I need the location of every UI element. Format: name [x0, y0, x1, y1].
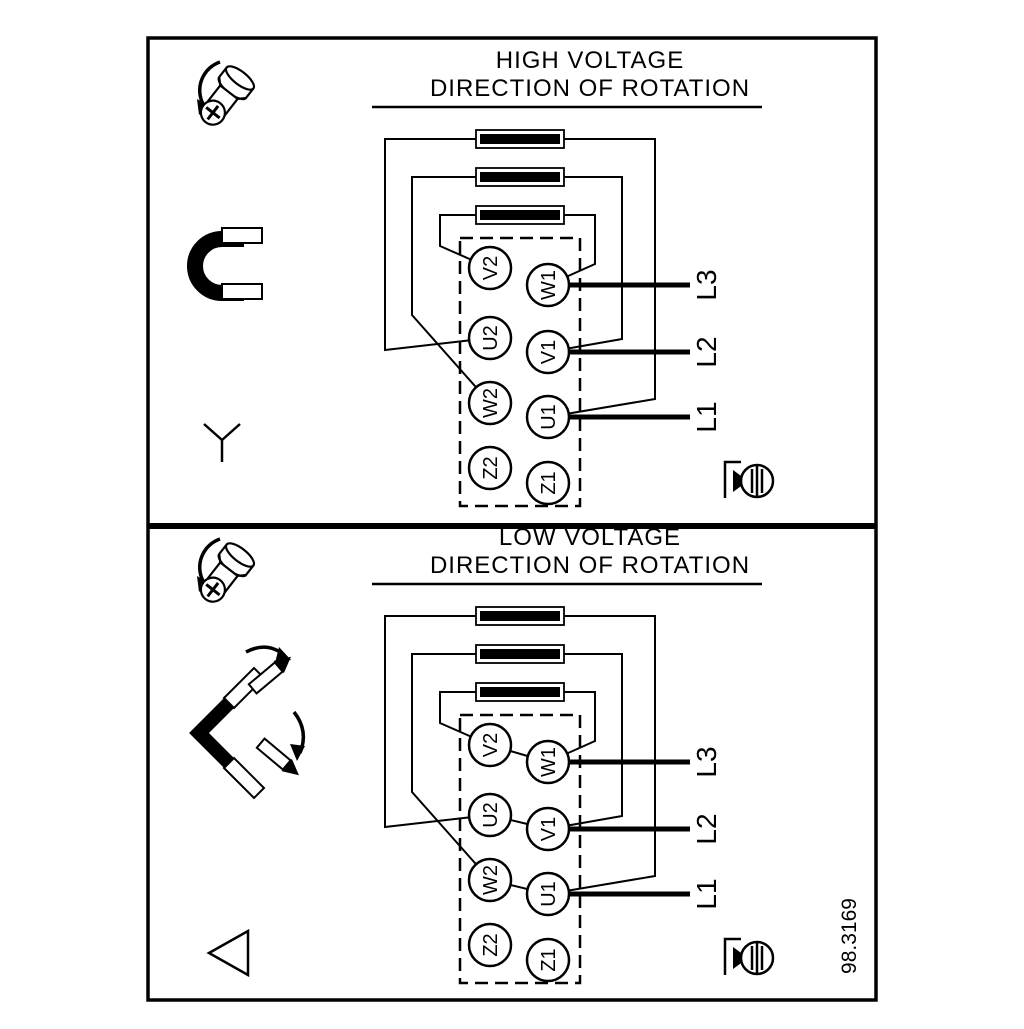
supply-lines-low: L3 L2 L1: [566, 746, 722, 910]
drawing-number: 98.3169: [838, 898, 861, 974]
terminals-high: V2 U2 W2 Z2 W1 V1: [467, 245, 571, 506]
jumper-bar-2: [475, 167, 565, 187]
high-voltage-panel: HIGH VOLTAGE DIRECTION OF ROTATION L3 L2: [187, 47, 775, 508]
jumper-bar-1: [475, 606, 565, 626]
terminal-V1: V1: [525, 329, 571, 375]
terminal-U2: U2: [467, 792, 513, 838]
supply-label-L3: L3: [691, 746, 722, 777]
svg-text:Z1: Z1: [538, 471, 560, 494]
svg-text:V2: V2: [480, 733, 502, 757]
svg-text:Z1: Z1: [538, 948, 560, 971]
svg-text:Z2: Z2: [480, 933, 502, 956]
jumper-bar-2: [475, 644, 565, 664]
jumper-bar-1: [475, 129, 565, 149]
terminal-U2: U2: [467, 315, 513, 361]
svg-text:U2: U2: [480, 325, 502, 351]
terminal-Z2: Z2: [467, 445, 513, 491]
terminal-W1: W1: [525, 739, 571, 785]
svg-text:W2: W2: [480, 388, 502, 418]
svg-text:V1: V1: [538, 340, 560, 364]
supply-label-L1: L1: [691, 401, 722, 432]
terminal-V2: V2: [467, 245, 513, 291]
svg-text:Z2: Z2: [480, 456, 502, 479]
svg-text:V1: V1: [538, 817, 560, 841]
svg-text:U1: U1: [538, 881, 560, 907]
supply-label-L2: L2: [691, 813, 722, 844]
svg-text:W1: W1: [538, 747, 560, 777]
supply-label-L2: L2: [691, 336, 722, 367]
terminal-Z1: Z1: [525, 937, 571, 983]
star-symbol: [203, 423, 241, 462]
terminal-Z2: Z2: [467, 922, 513, 968]
delta-symbol: [206, 928, 250, 978]
terminal-U1: U1: [525, 394, 571, 440]
jumper-bar-3: [475, 205, 565, 225]
diagram-frame: [146, 36, 878, 1002]
panel-title-line2: DIRECTION OF ROTATION: [430, 552, 750, 579]
jumper-bar-3: [475, 682, 565, 702]
terminal-V2: V2: [467, 722, 513, 768]
terminals-low: V2 U2 W2 Z2 W1 V1: [467, 722, 571, 983]
supply-lines-high: L3 L2 L1: [566, 269, 722, 433]
terminal-Z1: Z1: [525, 460, 571, 506]
svg-text:W1: W1: [538, 270, 560, 300]
terminal-W1: W1: [525, 262, 571, 308]
panel-title-line1: LOW VOLTAGE: [499, 524, 681, 551]
supply-label-L1: L1: [691, 878, 722, 909]
panel-title-line1: HIGH VOLTAGE: [496, 47, 684, 74]
terminal-box: [458, 236, 582, 508]
svg-text:U1: U1: [538, 404, 560, 430]
terminal-jumpers-repositioned-icon: [189, 645, 306, 800]
terminal-jumper-link-icon: [187, 227, 263, 301]
terminal-U1: U1: [525, 871, 571, 917]
loose-jumper-1: [247, 656, 291, 695]
terminal-box: [458, 713, 582, 985]
terminal-W2: W2: [467, 380, 513, 426]
loose-jumper-2: [255, 737, 299, 776]
svg-text:V2: V2: [480, 256, 502, 280]
svg-text:W2: W2: [480, 865, 502, 895]
svg-text:U2: U2: [480, 802, 502, 828]
low-voltage-panel: LOW VOLTAGE DIRECTION OF ROTATION: [189, 524, 861, 985]
terminal-W2: W2: [467, 857, 513, 903]
terminal-V1: V1: [525, 806, 571, 852]
panel-title-line2: DIRECTION OF ROTATION: [430, 75, 750, 102]
supply-label-L3: L3: [691, 269, 722, 300]
